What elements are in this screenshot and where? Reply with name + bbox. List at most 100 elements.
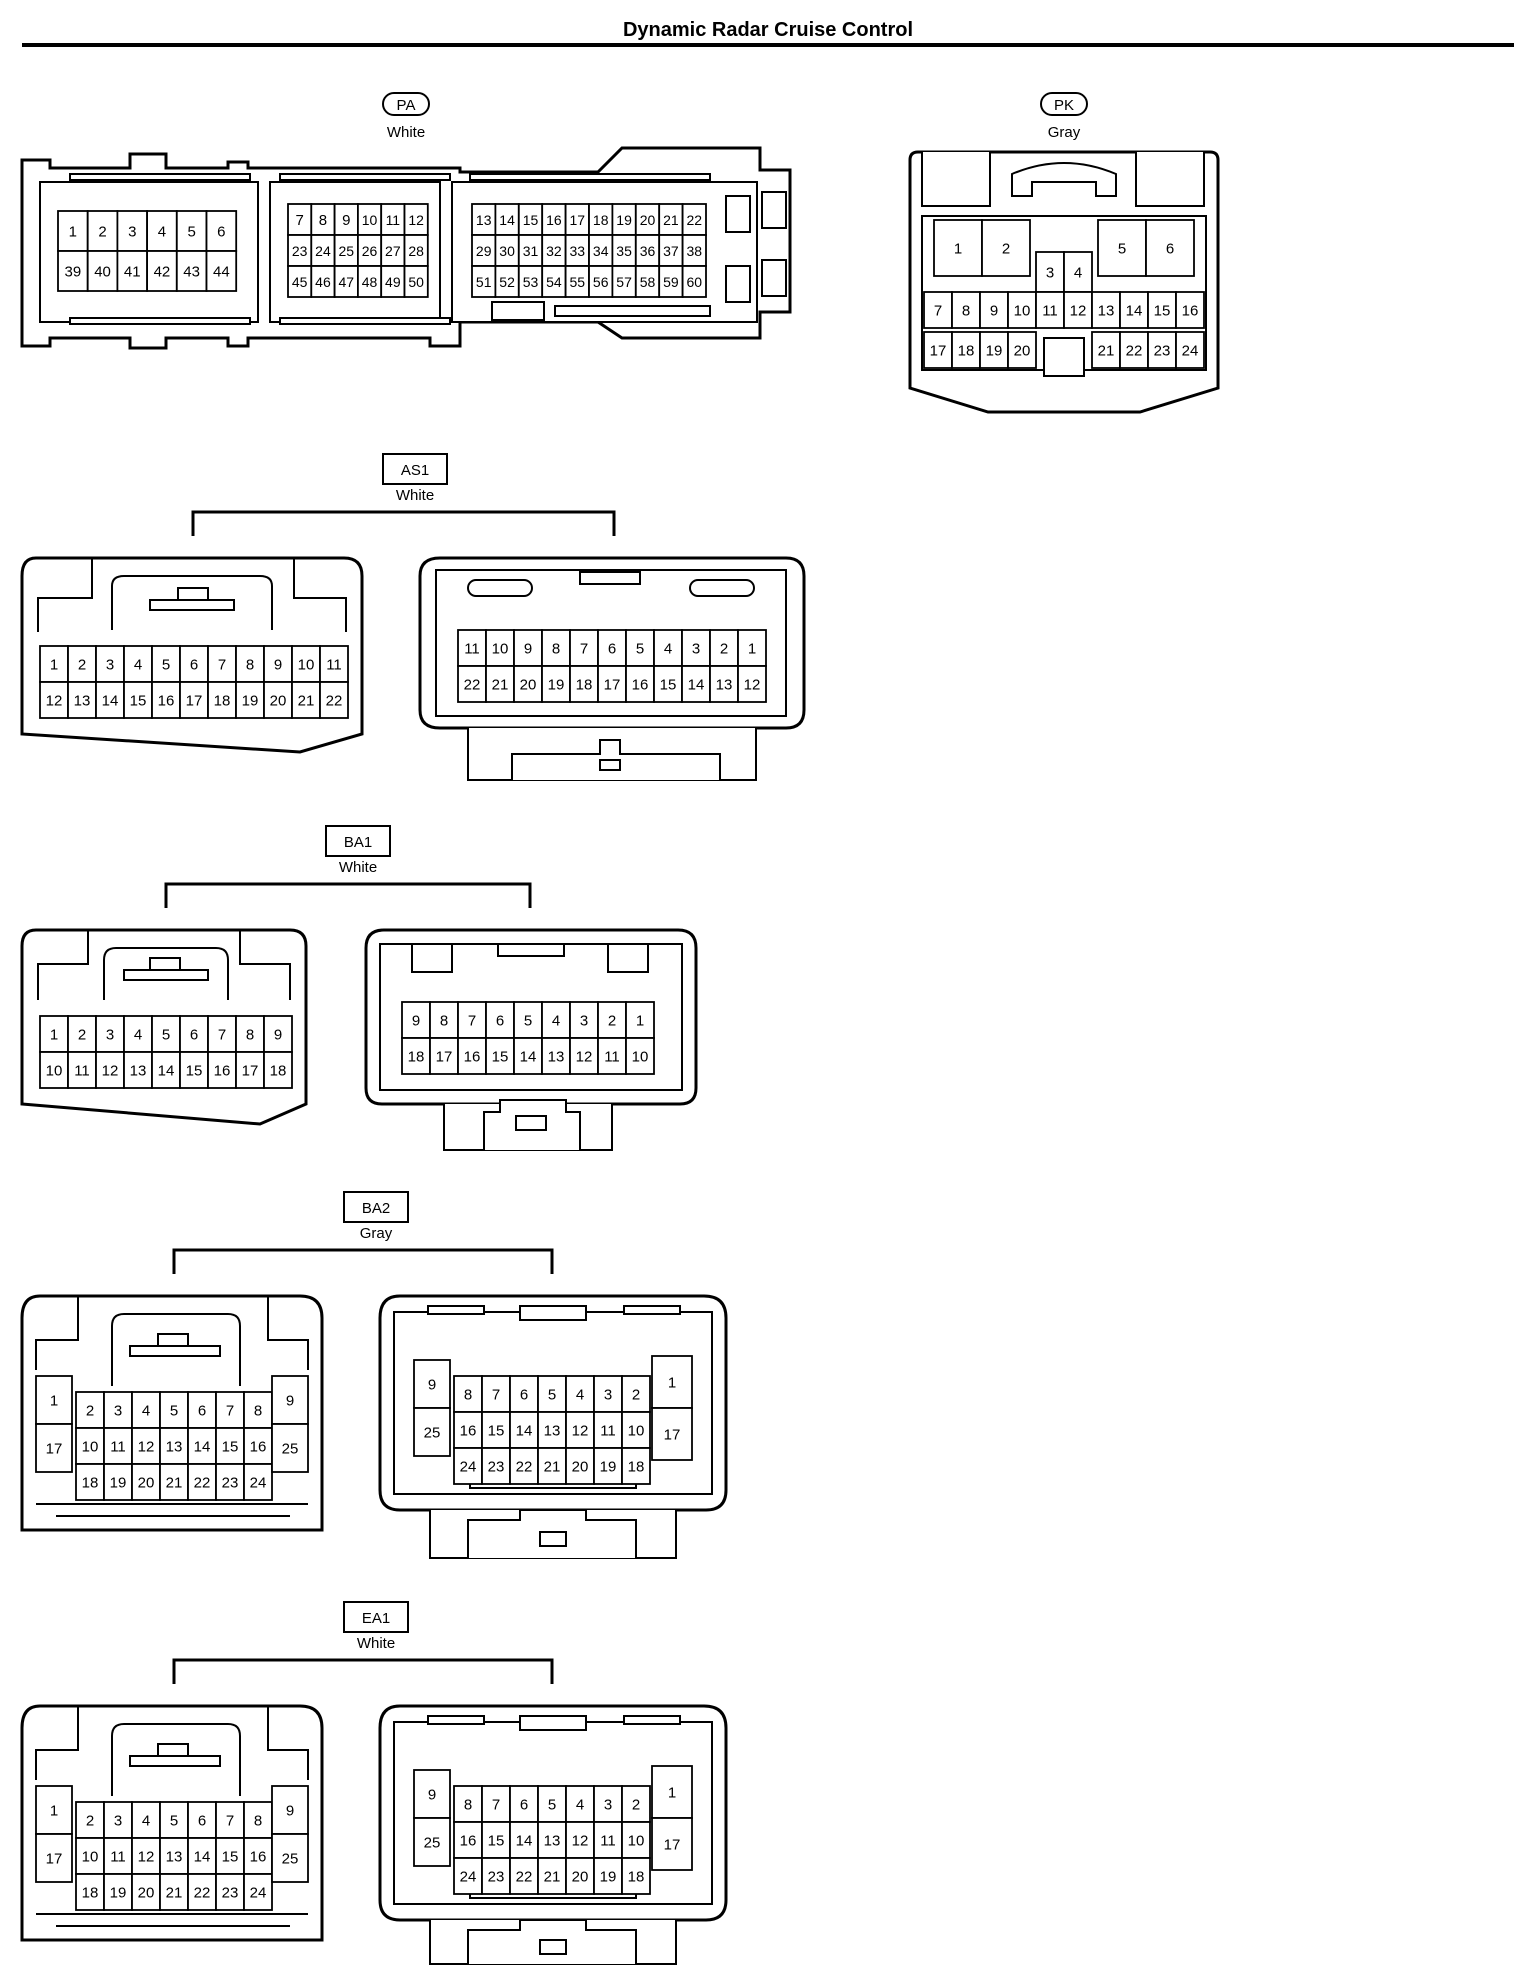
pin-cell-border [146, 210, 178, 252]
pin-cell: 18 [75, 1463, 105, 1501]
pin-number: 5 [524, 1013, 532, 1030]
pin-cell: 5 [625, 629, 655, 667]
pin-number: 21 [544, 1459, 561, 1476]
pin-cell: 9 [263, 1015, 293, 1053]
pin-number: 17 [46, 1441, 63, 1458]
pin-cell: 45 [287, 265, 313, 298]
pin-number: 21 [1098, 343, 1115, 360]
pin-cell-border [413, 1407, 451, 1457]
pin-cell-border [146, 250, 178, 292]
pin-number: 15 [492, 1049, 509, 1066]
pin-cell: 7 [569, 629, 599, 667]
pin-cell-border [1145, 219, 1195, 277]
pin-number: 15 [222, 1849, 239, 1866]
pin-number: 23 [1154, 343, 1171, 360]
pin-cell-border [271, 1375, 309, 1425]
pin-cell-border [737, 629, 767, 667]
pin-cell: 13 [541, 1037, 571, 1075]
pin-cell: 5 [537, 1785, 567, 1823]
pin-cell: 20 [634, 203, 661, 236]
pin-cell: 24 [310, 234, 336, 267]
pin-cell: 19 [593, 1447, 623, 1485]
pin-cell: 16 [243, 1837, 273, 1875]
pin-cell: 9 [513, 629, 543, 667]
as1-female-latch-tab [599, 759, 621, 771]
pin-number: 12 [138, 1439, 155, 1456]
pin-cell: 24 [1175, 331, 1205, 369]
pin-number: 16 [214, 1063, 231, 1080]
pin-cell-border [179, 1051, 209, 1089]
pin-cell: 28 [403, 234, 429, 267]
pin-cell: 8 [243, 1801, 273, 1839]
pin-cell: 6 [1145, 219, 1195, 277]
pin-cell: 6 [187, 1801, 217, 1839]
pin-cell-border [923, 291, 953, 329]
pin-number: 5 [548, 1797, 556, 1814]
ba2-male-hood [35, 1296, 309, 1370]
pin-cell: 26 [356, 234, 383, 267]
pin-cell: 12 [131, 1837, 161, 1875]
ba1-female-block-right [607, 943, 649, 973]
pin-number: 3 [106, 1027, 114, 1044]
pin-cell: 44 [205, 250, 238, 292]
pin-cell: 8 [541, 629, 571, 667]
pin-number: 4 [576, 1387, 584, 1404]
pin-number: 12 [138, 1849, 155, 1866]
pin-number: 12 [1070, 303, 1087, 320]
pin-cell: 15 [653, 665, 683, 703]
pin-number: 18 [82, 1475, 99, 1492]
pa-rib-bottom-right [554, 305, 711, 317]
pin-cell: 17 [35, 1833, 73, 1883]
pin-cell: 5 [513, 1001, 543, 1039]
pin-number: 8 [319, 212, 327, 229]
pin-number: 5 [170, 1813, 178, 1830]
pin-cell: 4 [123, 1015, 153, 1053]
pin-number: 5 [170, 1403, 178, 1420]
pin-number: 21 [544, 1869, 561, 1886]
pin-cell-border [401, 1037, 431, 1075]
ba1-male-latch-bar [123, 969, 209, 981]
pin-number: 18 [214, 693, 231, 710]
pin-cell: 14 [95, 681, 125, 719]
pin-cell: 11 [1035, 291, 1065, 329]
pin-number: 3 [114, 1813, 122, 1830]
pin-number: 8 [254, 1813, 262, 1830]
pin-number: 10 [82, 1849, 99, 1866]
pin-number: 30 [499, 243, 515, 259]
pin-cell-border [291, 681, 321, 719]
pin-cell: 12 [737, 665, 767, 703]
pin-cell: 3 [95, 1015, 125, 1053]
pin-number: 16 [250, 1439, 267, 1456]
pin-cell-border [651, 1407, 693, 1461]
pin-cell: 42 [146, 250, 178, 292]
pin-number: 17 [436, 1049, 453, 1066]
pin-number: 7 [226, 1813, 234, 1830]
pin-number: 2 [86, 1403, 94, 1420]
pin-number: 7 [468, 1013, 476, 1030]
pin-cell: 3 [1035, 251, 1065, 293]
pin-cell: 10 [625, 1037, 655, 1075]
pin-cell-border [541, 1001, 571, 1039]
pin-cell-border [1091, 331, 1121, 369]
ba1-female-key [497, 943, 565, 957]
pin-cell: 2 [86, 210, 119, 252]
pin-number: 53 [523, 274, 539, 290]
pin-number: 24 [1182, 343, 1199, 360]
pin-number: 59 [663, 274, 679, 290]
pin-cell-border [271, 1423, 309, 1473]
as1-female-slot-left [467, 579, 533, 597]
pin-number: 2 [608, 1013, 616, 1030]
pin-number: 22 [194, 1885, 211, 1902]
pin-cell: 10 [75, 1427, 105, 1465]
pin-number: 6 [520, 1387, 528, 1404]
pin-number: 15 [1154, 303, 1171, 320]
pin-number: 7 [580, 641, 588, 658]
pin-cell: 3 [95, 645, 125, 683]
pin-number: 17 [664, 1427, 681, 1444]
pin-cell-border [1175, 291, 1205, 329]
pin-number: 15 [488, 1833, 505, 1850]
pin-number: 22 [1126, 343, 1143, 360]
